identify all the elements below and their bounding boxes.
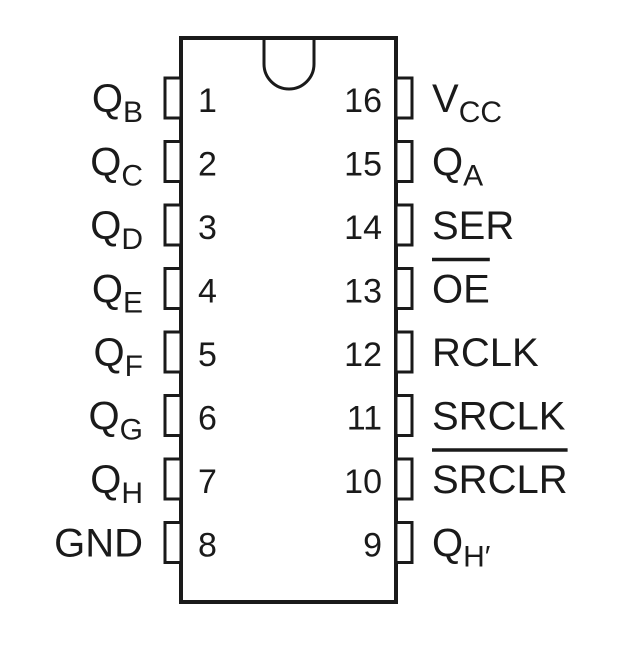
pin-7-number: 7 [198,463,217,501]
signal-qf-name: Q [94,331,125,375]
pin-16-stub [394,76,414,120]
signal-rclk-label: RCLK [432,331,539,375]
pin-12-stub [394,330,414,374]
pin-6-number: 6 [198,400,217,438]
signal-srclk-label: SRCLK [432,395,566,439]
pin-4-number: 4 [198,273,217,311]
signal-gnd-name: GND [54,522,143,566]
pin-7-stub [163,457,183,501]
signal-qe-name: Q [92,268,123,312]
signal-rclk-name: RCLK [432,331,539,375]
signal-qa-subscript: A [463,160,483,193]
signal-qe-label: QE [92,268,143,320]
signal-qh-subscript: H′ [463,541,491,574]
signal-vcc-subscript: CC [459,96,502,129]
signal-ser-name: SER [432,204,514,248]
pin-15-number: 15 [344,146,382,184]
pin-1-stub [163,76,183,120]
signal-qh-subscript: H [121,477,143,510]
signal-vcc-name: V [432,77,459,121]
signal-qb-label: QB [92,77,143,129]
orientation-notch [262,40,316,91]
signal-qd-name: Q [90,204,121,248]
signal-qh-name: Q [90,458,121,502]
pin-5-number: 5 [198,336,217,374]
signal-qh-label: QH [90,458,143,510]
signal-qa-label: QA [432,141,483,193]
signal-qf-label: QF [94,331,143,383]
pin-2-stub [163,140,183,183]
signal-qc-subscript: C [121,160,143,193]
pin-14-number: 14 [344,209,382,247]
signal-qd-subscript: D [121,223,143,256]
signal-qh-name: Q [432,522,463,566]
pin-3-stub [163,203,183,247]
pin-10-stub [394,457,414,501]
signal-qb-subscript: B [123,96,143,129]
pin-8-stub [163,521,183,564]
pin-14-stub [394,203,414,247]
pin-2-number: 2 [198,146,217,184]
pin-15-stub [394,140,414,183]
signal-qa-name: Q [432,141,463,185]
signal-gnd-label: GND [54,522,143,566]
signal-qh-label: QH′ [432,522,491,574]
pin-5-stub [163,330,183,374]
pin-6-stub [163,394,183,437]
signal-qf-subscript: F [125,350,143,383]
signal-srclk-name: SRCLK [432,395,566,439]
signal-qc-name: Q [90,141,121,185]
pin-13-stub [394,267,414,310]
signal-oe-name: OE [432,268,490,312]
signal-srclr-name: SRCLR [432,458,568,502]
signal-qe-subscript: E [123,287,143,320]
pin-9-stub [394,521,414,564]
signal-vcc-label: VCC [432,77,502,129]
signal-qg-name: Q [89,395,120,439]
signal-qd-label: QD [90,204,143,256]
pin-4-stub [163,267,183,310]
pin-3-number: 3 [198,209,217,247]
pin-10-number: 10 [344,463,382,501]
signal-ser-label: SER [432,204,514,248]
signal-qb-name: Q [92,77,123,121]
pin-11-stub [394,394,414,437]
pin-12-number: 12 [344,336,382,374]
pin-1-number: 1 [198,82,217,120]
signal-qg-label: QG [89,395,143,447]
signal-qg-subscript: G [120,414,143,447]
chip-body [179,36,398,604]
signal-qc-label: QC [90,141,143,193]
pin-8-number: 8 [198,527,217,565]
pin-16-number: 16 [344,82,382,120]
signal-srclr-label: SRCLR [432,458,568,502]
signal-oe-label: OE [432,268,490,312]
pin-13-number: 13 [344,273,382,311]
pin-11-number: 11 [347,400,382,438]
pin-9-number: 9 [363,527,382,565]
